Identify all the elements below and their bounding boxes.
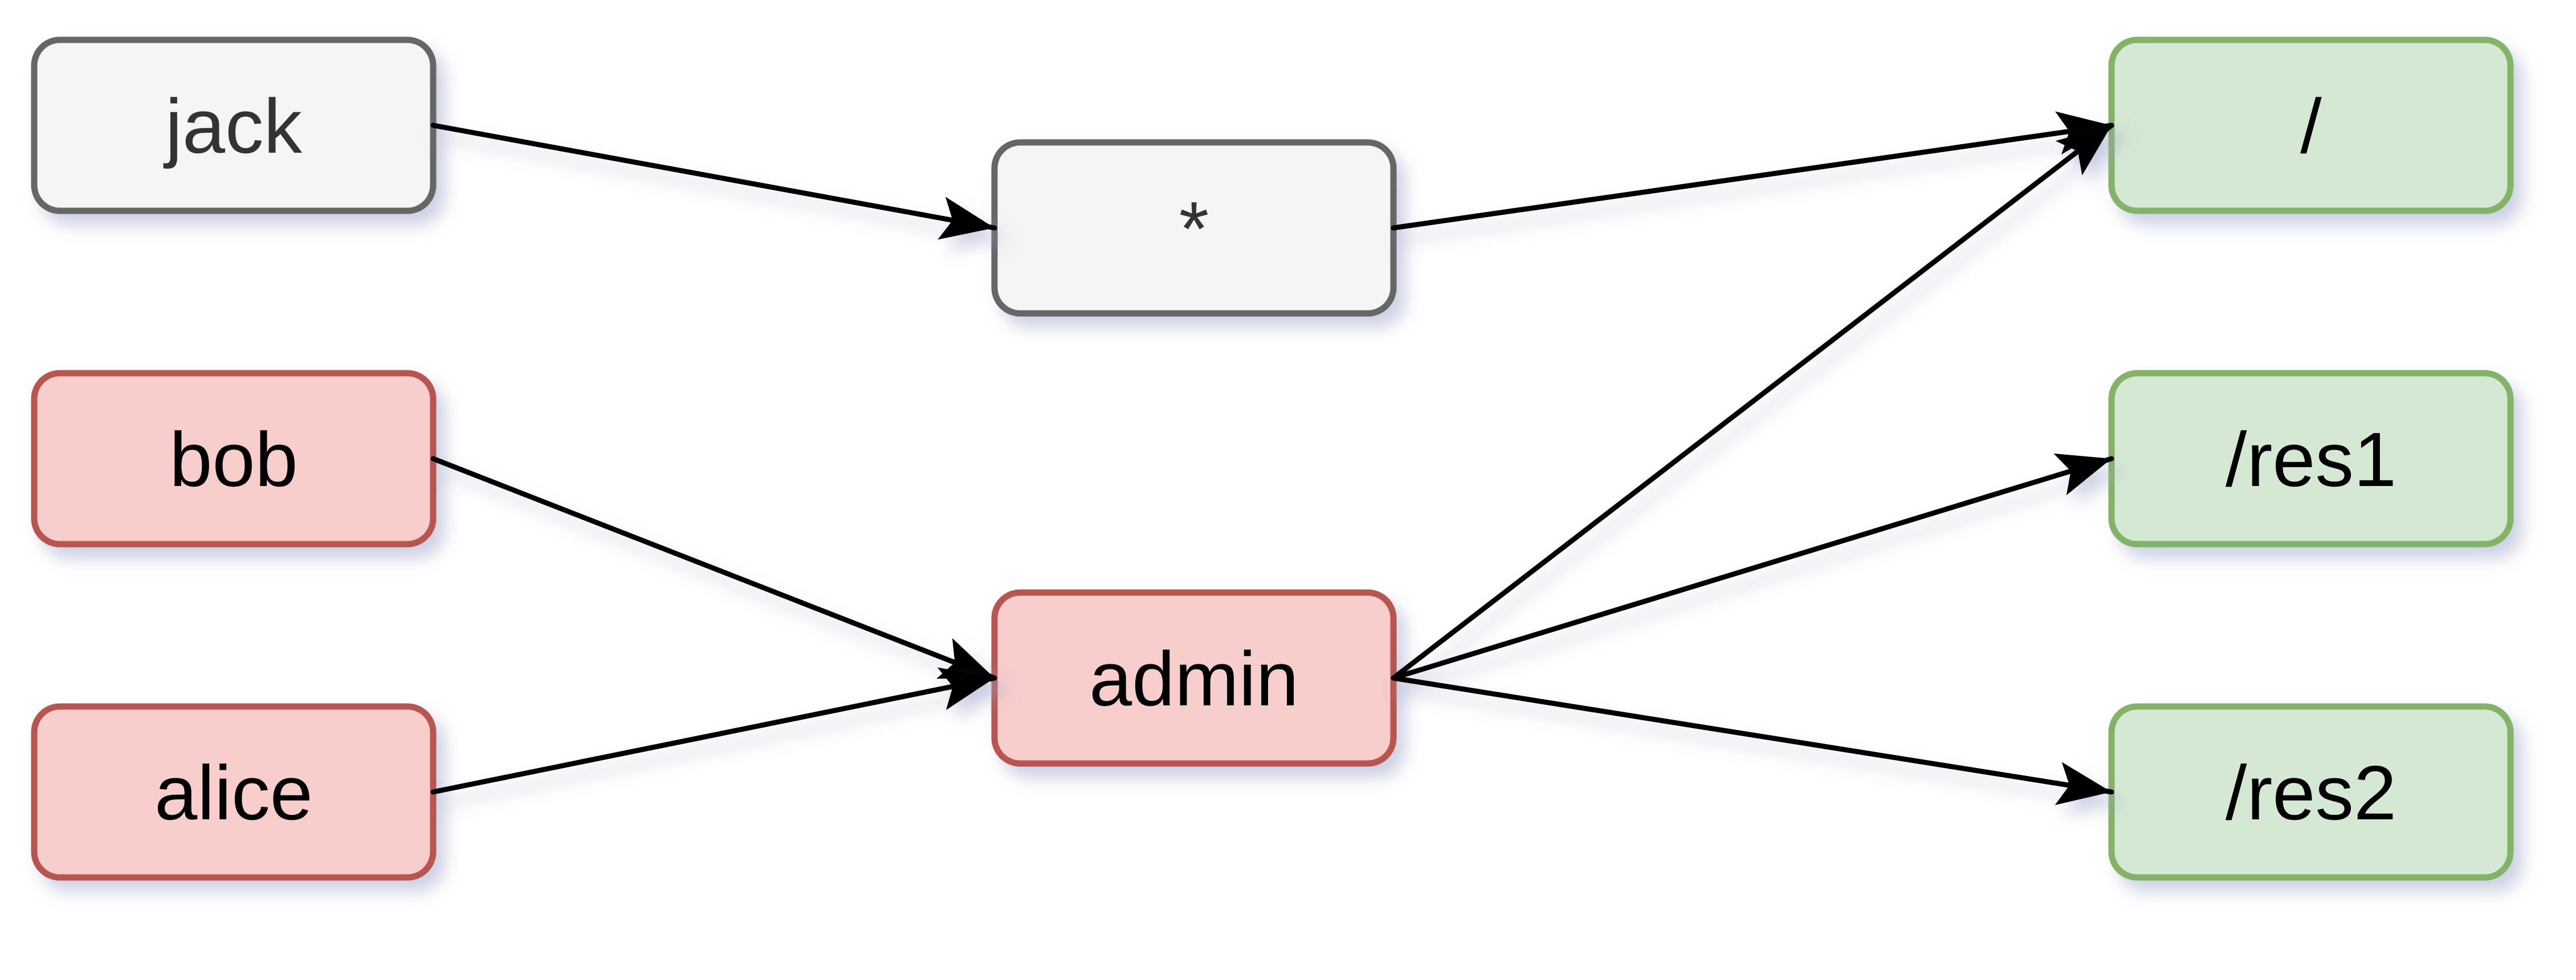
node-res1: /res1 bbox=[2108, 370, 2514, 548]
node-star: * bbox=[991, 139, 1397, 317]
edge-bob-to-admin bbox=[430, 456, 997, 681]
node-star-label: * bbox=[1179, 186, 1209, 272]
node-admin-label: admin bbox=[1089, 636, 1299, 722]
edge-alice-to-admin bbox=[430, 667, 997, 795]
node-alice-label: alice bbox=[154, 750, 313, 836]
node-bob: bob bbox=[31, 370, 437, 548]
edge-star-to-root bbox=[1391, 111, 2114, 231]
node-alice: alice bbox=[31, 703, 437, 881]
node-res2-label: /res2 bbox=[2226, 750, 2396, 836]
edge-admin-to-root bbox=[1391, 122, 2114, 681]
node-jack: jack bbox=[31, 36, 437, 214]
node-admin: admin bbox=[991, 589, 1397, 767]
edge-jack-to-star bbox=[430, 122, 997, 240]
node-res2: /res2 bbox=[2108, 703, 2514, 881]
edge-admin-to-res2 bbox=[1391, 675, 2114, 805]
node-jack-label: jack bbox=[163, 83, 303, 169]
node-root: / bbox=[2108, 36, 2514, 214]
node-root-label: / bbox=[2300, 83, 2322, 169]
node-bob-label: bob bbox=[169, 416, 297, 503]
edge-admin-to-res1 bbox=[1391, 454, 2114, 681]
node-res1-label: /res1 bbox=[2226, 416, 2396, 503]
